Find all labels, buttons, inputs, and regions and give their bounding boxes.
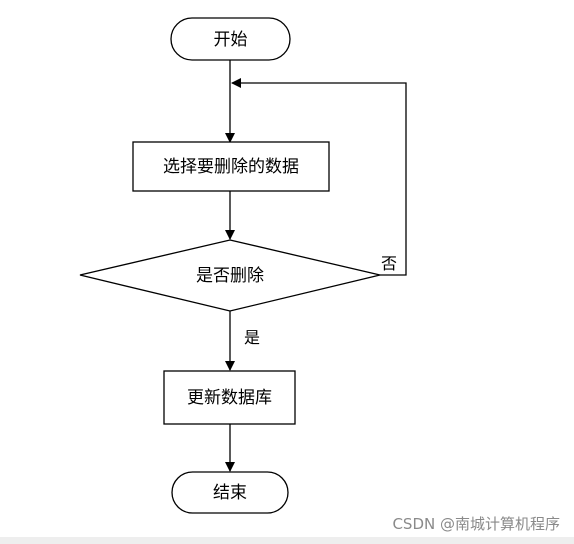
end-label: 结束 (213, 483, 247, 503)
end-node (171, 471, 289, 514)
select-data-label: 选择要删除的数据 (163, 157, 299, 177)
start-label: 开始 (214, 30, 248, 50)
yes-edge-label: 是 (244, 328, 260, 347)
no-edge-label: 否 (381, 254, 397, 273)
watermark-text: CSDN @南城计算机程序 (392, 515, 560, 533)
update-db-label: 更新数据库 (187, 388, 272, 408)
select-data-node (132, 141, 330, 192)
edge-no-loop (231, 78, 407, 276)
decision-label: 是否删除 (196, 266, 264, 286)
bottom-strip (0, 537, 574, 544)
